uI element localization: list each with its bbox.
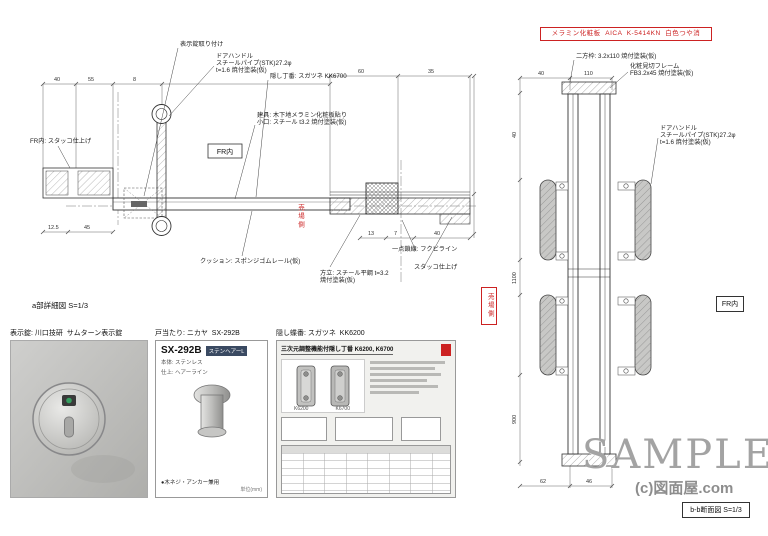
stopper-spec-line: 本体: ステンレス xyxy=(161,360,203,366)
stopper-model: SX-292B xyxy=(161,345,202,356)
dim-number: 1100 xyxy=(512,272,518,284)
spec-table-header xyxy=(282,446,450,453)
stopper-note: ●木ネジ・アンカー兼用 xyxy=(161,480,220,486)
text-line-placeholder xyxy=(370,379,427,382)
hinge-model-caption: K6200 xyxy=(294,406,309,412)
dim-number: 40 xyxy=(434,231,440,237)
annotation-label: スタッコ仕上げ xyxy=(414,263,458,271)
lock-indicator-green xyxy=(66,397,72,404)
uriba-side-label-b: 売場側 xyxy=(481,287,497,325)
annotation-label: 小口: スチール t3.2 焼付塗装(仮) xyxy=(257,118,346,126)
dimension-lines xyxy=(40,73,477,241)
annotation-label: 隠し丁番: スガツネ KK6700 xyxy=(270,72,347,80)
annotation-labels: 表示錠取り付け ドアハンドル スチールパイプ(STK)27.2φ t=1.6 焼… xyxy=(30,40,458,284)
dim-number: 45 xyxy=(84,225,90,231)
dimension-drawing xyxy=(281,417,327,441)
annotation-label: スチールパイプ(STK)27.2φ xyxy=(216,60,292,67)
hinge-catalog-card: 三次元調整機能付隠し丁番 K6200, K6700 K6200 K670 xyxy=(276,340,456,498)
catalog-title: 三次元調整機能付隠し丁番 K6200, K6700 xyxy=(281,344,394,355)
dimension-drawing xyxy=(401,417,441,441)
dim-number: 62 xyxy=(540,479,546,485)
right-wall-section xyxy=(329,182,471,225)
lock-photo-image xyxy=(11,341,147,497)
fr-label: FR内 xyxy=(217,147,233,156)
annotation-label: ドアハンドル xyxy=(660,125,697,132)
hinge-panel-title: 隠し蝶番: スガツネ KK6200 xyxy=(276,330,365,337)
watermark-credit: (c)図面屋.com xyxy=(635,480,734,497)
dim-number: 35 xyxy=(428,69,434,75)
door-stiles xyxy=(567,93,611,455)
text-line-placeholder xyxy=(370,373,442,376)
left-wall-section xyxy=(42,167,114,199)
dim-number: 110 xyxy=(584,71,593,77)
door-leaf-plan xyxy=(112,187,351,219)
hinge-images: K6200 K6700 xyxy=(281,359,365,413)
hinge-image xyxy=(330,365,350,407)
dim-number: 55 xyxy=(88,77,94,83)
catalog-text-block xyxy=(370,359,451,413)
annotation-label: ドアハンドル xyxy=(216,53,253,60)
fr-label-box: FR内 xyxy=(207,143,243,159)
stopper-spec-line: 仕上: ヘアーライン xyxy=(161,370,208,376)
dim-number: 8 xyxy=(133,77,136,83)
finish-note: メラミン化粧板 AICA K-5414KN 白色つや消 xyxy=(540,27,712,41)
lock-thumbturn xyxy=(64,416,74,438)
stopper-product-image xyxy=(184,382,240,451)
section-b-caption: b-b断面図 S=1/3 xyxy=(682,502,750,518)
detail-a-drawing: 40 55 8 60 35 12.5 45 13 7 40 xyxy=(30,40,477,310)
text-line-placeholder xyxy=(370,361,445,364)
annotation-label: 二方枠: 3.2x110 焼付塗装(仮) xyxy=(576,52,656,60)
hinge-image xyxy=(296,365,316,407)
door-handle-grips xyxy=(539,179,652,376)
spec-table xyxy=(281,445,451,494)
dimension-numbers: 40 110 40 1100 900 62 46 xyxy=(512,71,593,485)
dim-number: 7 xyxy=(394,231,397,237)
annotation-label: t=1.6 焼付塗装(仮) xyxy=(216,66,267,74)
text-line-placeholder xyxy=(370,391,419,394)
dim-number: 40 xyxy=(54,77,60,83)
dimension-drawing xyxy=(335,417,393,441)
text-line-placeholder xyxy=(370,385,439,388)
catalog-dimension-drawings xyxy=(281,417,451,441)
uriba-side-label-a: 売場側 xyxy=(296,204,304,230)
watermark-sample: SAMPLE xyxy=(582,432,768,478)
dim-number: 60 xyxy=(358,69,364,75)
annotation-label: 表示錠取り付け xyxy=(180,40,223,48)
stopper-finish-tag: ステンヘアーL xyxy=(205,345,248,356)
dim-number: 46 xyxy=(586,479,592,485)
dim-number: 13 xyxy=(368,231,374,237)
leader-lines xyxy=(57,47,453,268)
annotation-label: FB3.2x45 焼付塗装(仮) xyxy=(630,69,693,77)
dim-number: 40 xyxy=(538,71,544,77)
leader-lines xyxy=(569,59,659,185)
annotation-label: 一点鎖線: フクビライン xyxy=(392,245,457,253)
annotation-label: 焼付塗装(仮) xyxy=(320,276,355,284)
dim-number: 900 xyxy=(512,415,518,424)
annotation-label: スチールパイプ(STK)27.2φ xyxy=(660,132,736,139)
frame-blocks xyxy=(561,81,617,467)
catalog-red-tab xyxy=(441,344,451,356)
fr-label-box-b: FR内 xyxy=(716,296,744,312)
lock-photo xyxy=(10,340,148,498)
dimension-numbers: 40 55 8 60 35 12.5 45 13 7 40 xyxy=(48,69,440,237)
door-handle-plan xyxy=(151,104,172,236)
stopper-panel-title: 戸当たり: ニカヤ SX-292B xyxy=(155,330,240,337)
annotation-label: 方立: スチール平鋼 t=3.2 xyxy=(320,269,389,277)
lock-panel-title: 表示錠: 川口技研 サムターン表示錠 xyxy=(10,330,123,337)
dim-number: 40 xyxy=(512,132,518,138)
stopper-unit: 単位(mm) xyxy=(240,487,262,493)
annotation-label: FR内: スタッコ仕上げ xyxy=(30,137,92,145)
annotation-labels: 二方枠: 3.2x110 焼付塗装(仮) 化粧見切フレーム FB3.2x45 焼… xyxy=(576,52,736,146)
stopper-card: SX-292B ステンヘアーL 本体: ステンレス 仕上: ヘアーライン ●木ネ… xyxy=(155,340,268,498)
annotation-label: 建具: 木下地メラミン化粧板貼り xyxy=(257,111,347,119)
annotation-label: 化粧見切フレーム xyxy=(630,62,679,70)
dim-number: 12.5 xyxy=(48,225,59,231)
annotation-label: クッション: スポンジゴムレール(仮) xyxy=(200,257,300,265)
section-b-drawing: 40 110 40 1100 900 62 46 xyxy=(512,52,736,489)
detail-a-caption: a部詳細図 S=1/3 xyxy=(32,300,88,310)
hinge-model-caption: K6700 xyxy=(335,406,350,412)
text-line-placeholder xyxy=(370,367,435,370)
annotation-label: t=1.6 焼付塗装(仮) xyxy=(660,138,711,146)
